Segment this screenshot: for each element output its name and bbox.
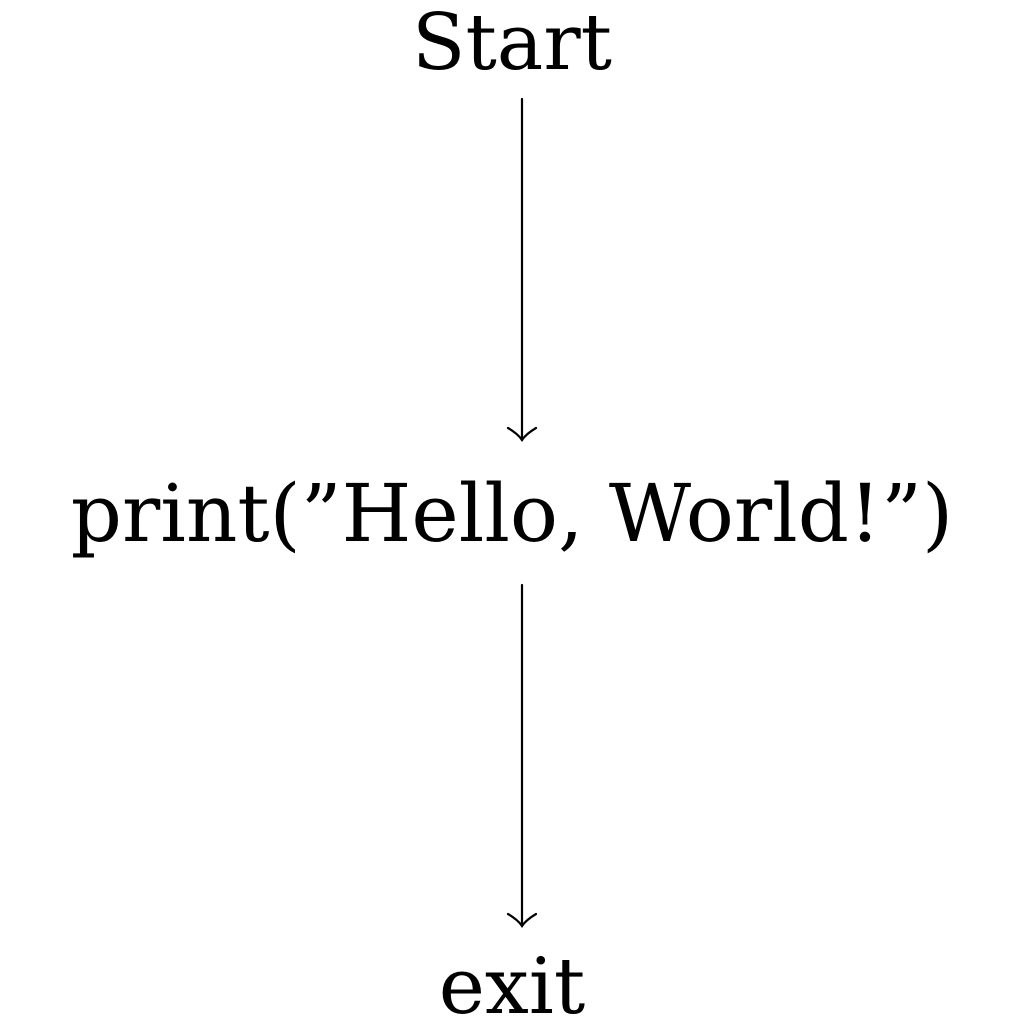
node-exit: exit	[438, 942, 586, 1024]
edge-start-to-print	[506, 97, 538, 442]
edge-print-to-exit	[506, 583, 538, 928]
node-print: print(”Hello, World!”)	[70, 467, 954, 560]
edge-start-to-print-arrowhead	[506, 426, 538, 442]
node-start: Start	[412, 0, 612, 88]
edge-print-to-exit-arrowhead	[506, 912, 538, 928]
